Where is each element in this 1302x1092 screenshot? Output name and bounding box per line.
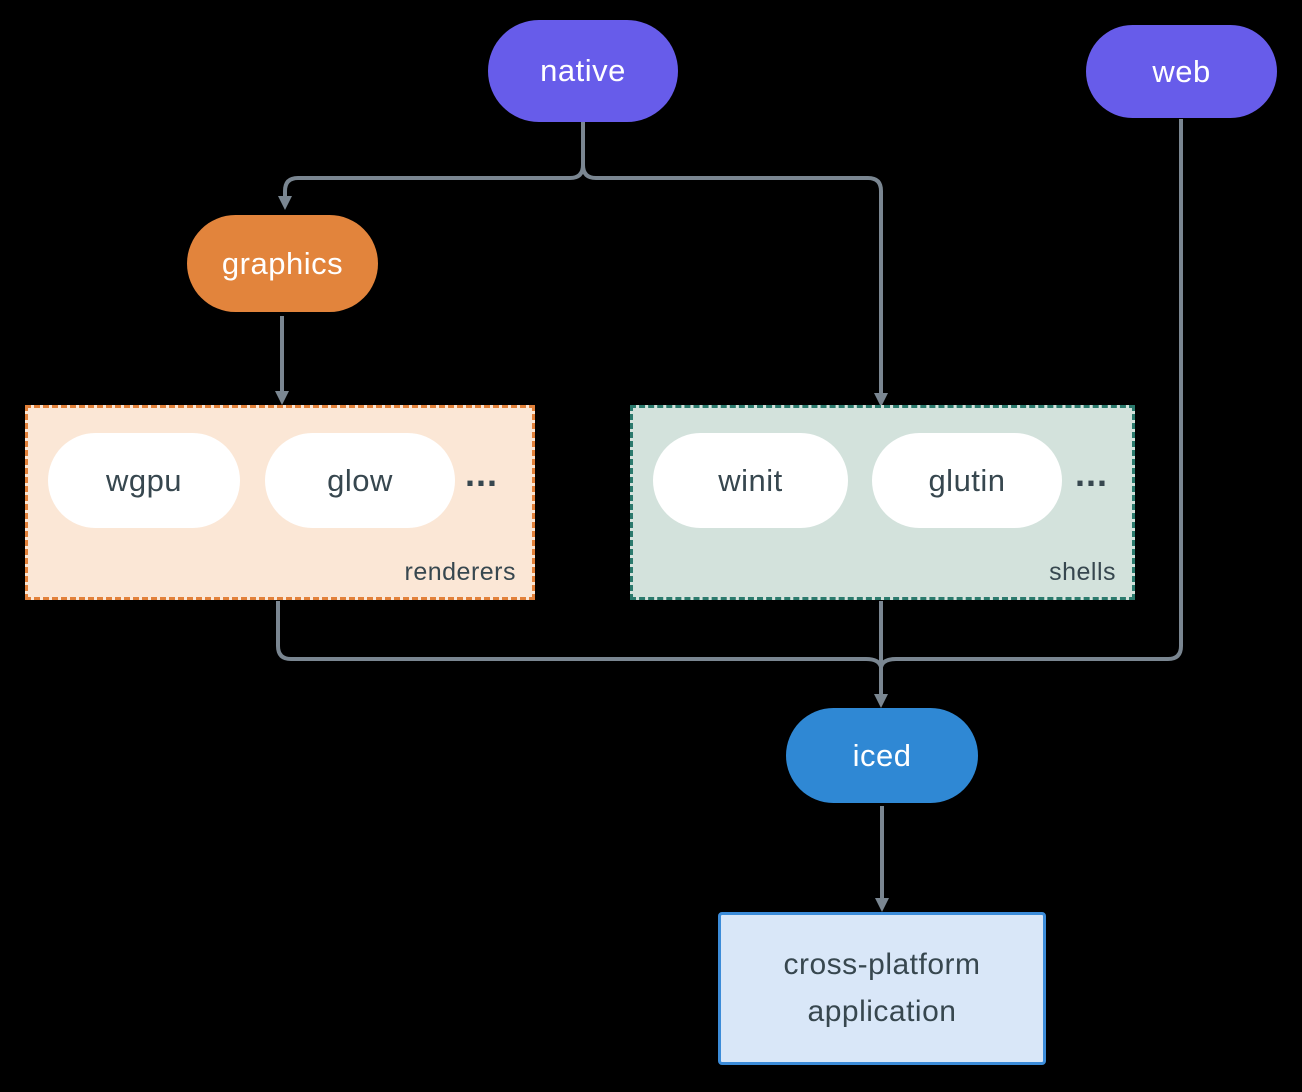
connector-web-merge [879,119,1183,668]
node-winit-label: winit [718,462,783,498]
node-web: web [1086,25,1277,118]
node-glow: glow [265,433,455,528]
node-web-label: web [1152,53,1211,89]
node-glutin: glutin [872,433,1062,528]
node-graphics: graphics [187,215,378,312]
node-wgpu-label: wgpu [105,462,183,498]
application-label-line1: cross-platform [783,948,981,981]
node-native: native [488,20,678,122]
renderers-ellipsis: ... [465,453,499,494]
node-native-label: native [540,53,626,88]
node-graphics-label: graphics [221,245,344,281]
connector-native-graphics [278,122,585,210]
connector-native-shells [581,122,888,407]
node-glow-label: glow [327,462,393,498]
node-wgpu: wgpu [48,433,240,528]
shells-ellipsis: ... [1075,453,1109,494]
node-iced-label: iced [852,737,912,773]
connector-renderers-merge [276,601,883,668]
node-glutin-label: glutin [928,462,1006,498]
group-renderers-label: renderers [404,558,516,586]
group-shells-label: shells [1049,558,1116,586]
node-cross-platform-application: cross-platform application [718,912,1046,1065]
application-label-line2: application [807,994,957,1028]
node-winit: winit [653,433,848,528]
node-iced: iced [786,708,978,803]
